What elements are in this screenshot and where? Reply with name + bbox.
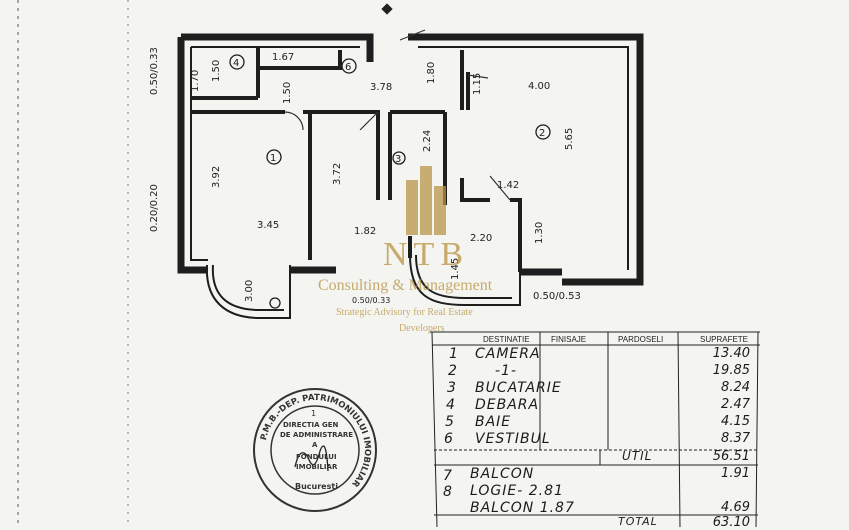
row-number: 1: [449, 346, 459, 362]
dim-label: 1: [270, 153, 276, 164]
row-number: 6: [444, 431, 454, 447]
area-table-grid: [430, 331, 760, 527]
row-area: 1.91: [721, 466, 750, 481]
table-header: DESTINATIE: [483, 335, 530, 344]
row-number: 2: [448, 363, 458, 379]
balconies: [205, 254, 521, 319]
row-name: CAMERA: [475, 346, 541, 362]
dim-label: 1.70: [190, 70, 201, 92]
dim-label: 0.50/0.33: [352, 296, 390, 305]
dim-label: 0.20/0.20: [149, 184, 160, 232]
row-name: VESTIBUL: [475, 431, 551, 447]
outer-walls: [177, 33, 644, 286]
dim-label: 1.50: [282, 82, 293, 104]
row-area: 4.15: [721, 414, 750, 429]
dim-label: 1.15: [472, 73, 483, 95]
row-area: 8.24: [721, 380, 750, 395]
dim-label: 1.67: [272, 52, 294, 63]
dimension-labels: 1 2 3 4 6 1.67 1.70 1.50 1.50 3.78 1.80 …: [149, 47, 581, 305]
table-header: SUPRAFETE: [700, 335, 749, 344]
row-number: 5: [445, 414, 455, 430]
row-number: 8: [443, 484, 453, 500]
dim-label: 3.92: [211, 166, 222, 188]
dim-label: 3.00: [244, 280, 255, 302]
north-marker: [381, 3, 393, 15]
row-name: BALCON 1.87: [470, 500, 575, 516]
dim-label: 1.45: [450, 258, 461, 280]
dim-label: 3.72: [332, 163, 343, 185]
dim-label: 1.80: [426, 62, 437, 84]
row-name: DEBARA: [475, 397, 540, 413]
stamp-center-4: FONDULUI: [296, 453, 337, 461]
dim-label: 1.42: [497, 180, 519, 191]
table-header: FINISAJE: [551, 335, 587, 344]
util-area: 56.51: [712, 449, 750, 464]
dim-label: 4: [233, 58, 239, 69]
row-number: 7: [443, 468, 453, 484]
dim-label: 3.78: [370, 82, 392, 93]
stamp-city: Bucuresti: [295, 482, 338, 491]
total-area: 63.10: [712, 515, 750, 530]
row-area: 19.85: [712, 363, 750, 378]
dim-label: 1.30: [534, 222, 545, 244]
total-label: TOTAL: [618, 515, 658, 528]
row-name: LOGIE- 2.81: [470, 483, 564, 499]
stamp-ring-icon: P.M.B.-DEP. PATRIMONIULUI IMOBILIAR: [253, 388, 377, 512]
building-logo-icon: [406, 166, 446, 235]
row-name: BAIE: [475, 414, 512, 430]
dim-label: 3: [395, 154, 401, 165]
watermark-tagline: Strategic Advisory for Real Estate: [336, 307, 473, 318]
dim-label: 0.50/0.33: [149, 47, 160, 95]
util-label: UTIL: [622, 449, 653, 463]
watermark-title: NTB: [383, 236, 469, 273]
signature: [294, 445, 329, 472]
watermark-logo: [392, 160, 456, 240]
dim-label: 2: [539, 128, 545, 139]
stamp-center-1: DIRECTIA GEN: [283, 421, 339, 429]
door-swings: [284, 29, 511, 201]
watermark-subtitle: Consulting & Management: [318, 277, 493, 294]
stamp-center-2: DE ADMINISTRARE: [280, 431, 354, 439]
dim-label: 1.82: [354, 226, 376, 237]
dim-label: 1.50: [211, 60, 222, 82]
interior-walls: [190, 47, 522, 272]
row-area: 13.40: [712, 346, 750, 361]
row-number: 3: [447, 380, 457, 396]
dim-label: 4.00: [528, 81, 550, 92]
table-header: PARDOSELI: [618, 335, 664, 344]
watermark-tagline-2: Developers: [399, 323, 445, 334]
row-name: BALCON: [470, 466, 535, 482]
dim-label: 6: [345, 62, 351, 73]
row-name: BUCATARIE: [475, 380, 562, 396]
room-markers: [229, 54, 551, 309]
stamp-center-3: A: [312, 441, 318, 449]
row-name: -1-: [495, 363, 518, 379]
row-area: 2.47: [721, 397, 750, 412]
official-stamp: P.M.B.-DEP. PATRIMONIULUI IMOBILIAR 1 DI…: [250, 385, 380, 515]
row-number: 4: [446, 397, 456, 413]
dim-label: 0.50/0.53: [533, 291, 581, 302]
stamp-number: 1: [311, 409, 317, 418]
dim-label: 2.24: [422, 130, 433, 152]
row-area: 4.69: [721, 500, 750, 515]
stamp-center-5: IMOBILIAR: [296, 463, 338, 471]
outer-walls-inner: [190, 46, 629, 270]
dim-label: 5.65: [564, 128, 575, 150]
dim-label: 3.45: [257, 220, 279, 231]
row-area: 8.37: [721, 431, 750, 446]
dim-label: 2.20: [470, 233, 492, 244]
